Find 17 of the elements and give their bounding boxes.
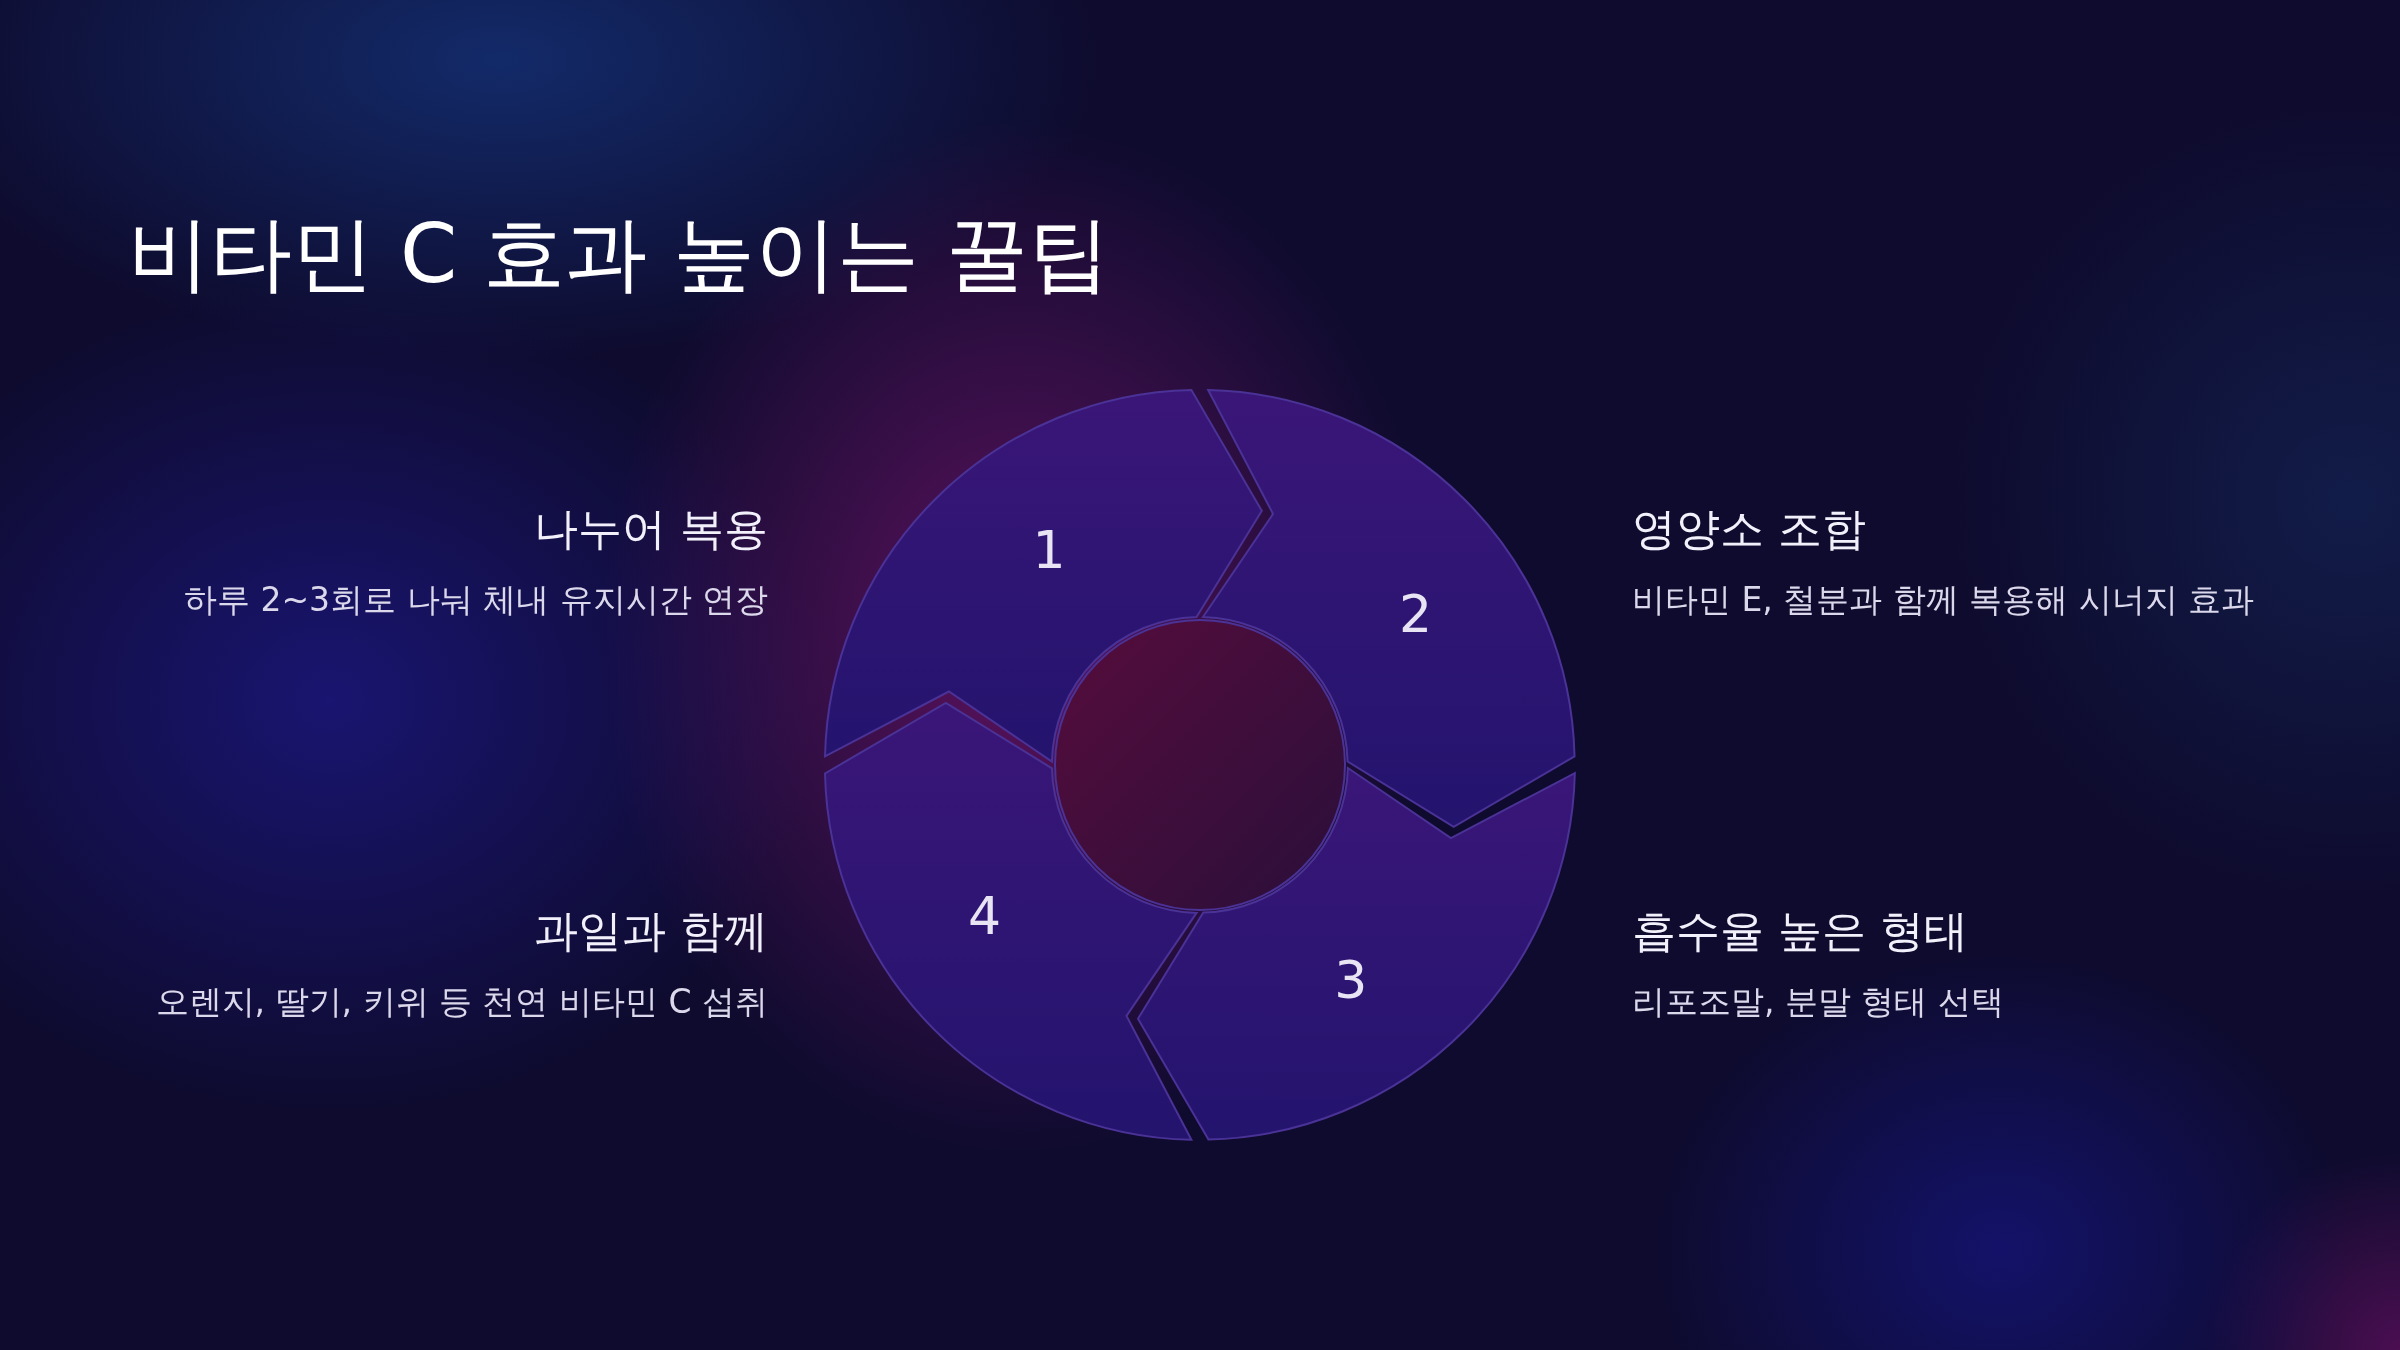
cycle-segment <box>825 703 1197 1140</box>
step-description: 하루 2~3회로 나눠 체내 유지시간 연장 <box>183 579 768 621</box>
step-number: 2 <box>1398 584 1432 645</box>
step-heading: 흡수율 높은 형태 <box>1632 904 1968 958</box>
title: 비타민 C 효과 높이는 꿀팁 <box>128 205 1110 303</box>
cycle-segment <box>1138 768 1575 1140</box>
step-description: 비타민 E, 철분과 함께 복용해 시너지 효과 <box>1632 579 2255 621</box>
step-heading: 나누어 복용 <box>534 502 768 556</box>
step-number: 3 <box>1334 950 1368 1011</box>
step-description: 오렌지, 딸기, 키위 등 천연 비타민 C 섭취 <box>155 981 768 1023</box>
step-description: 리포조말, 분말 형태 선택 <box>1632 981 2004 1023</box>
step-number: 1 <box>1032 519 1066 580</box>
step-heading: 과일과 함께 <box>534 904 768 958</box>
step-number: 4 <box>968 885 1002 946</box>
cycle-segment <box>825 390 1262 762</box>
step-heading: 영양소 조합 <box>1632 502 1866 556</box>
cycle-segment <box>1203 390 1575 827</box>
